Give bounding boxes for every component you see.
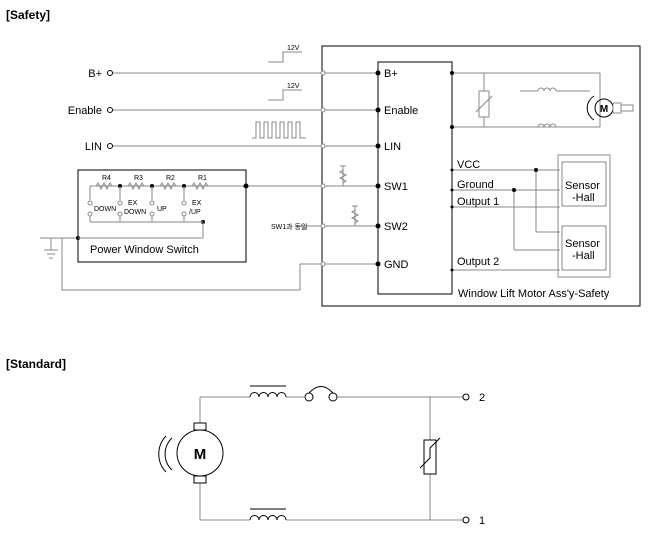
terminal-2 [462, 393, 470, 401]
safety-section-title: [Safety] [6, 8, 51, 22]
resistor-r2-label: R2 [166, 175, 175, 182]
pin-lin-label: LIN [384, 141, 401, 153]
output1-label: Output 1 [457, 196, 499, 208]
resistor-r1-label: R1 [198, 175, 207, 182]
enable-input-label: Enable [68, 105, 102, 117]
terminal-1-label: 1 [479, 515, 485, 527]
hall-sensor-1 [561, 161, 607, 207]
contact-ex-label: EX [128, 200, 138, 207]
enable-terminal [107, 107, 113, 113]
standard-section-title: [Standard] [6, 357, 66, 371]
lin-input-label: LIN [85, 141, 102, 153]
ground-label: Ground [457, 179, 494, 191]
sensor2-label-b: -Hall [572, 250, 595, 262]
motor-assembly-box [321, 45, 641, 307]
resistor-r4-label: R4 [102, 175, 111, 182]
lin-terminal [107, 143, 113, 149]
supply-tag-1: 12V [287, 45, 300, 52]
sensor2-label-a: Sensor [565, 238, 600, 250]
pin-enable-label: Enable [384, 105, 418, 117]
pin-bplus-label: B+ [384, 68, 398, 80]
sensor1-label-b: -Hall [572, 192, 595, 204]
terminal-1 [462, 516, 470, 524]
contact-up-label: UP [157, 206, 167, 213]
output2-label: Output 2 [457, 256, 499, 268]
sw2-note: SW1과 동일 [271, 222, 307, 231]
terminal-2-label: 2 [479, 392, 485, 404]
bplus-input-label: B+ [88, 68, 102, 80]
safety-motor-letter: M [600, 104, 608, 115]
bplus-terminal [107, 70, 113, 76]
contact-down-label: DOWN [94, 206, 116, 213]
pin-sw2-label: SW2 [384, 221, 408, 233]
pin-sw1-label: SW1 [384, 181, 408, 193]
contact-ex-down-label: DOWN [124, 209, 146, 216]
sensor1-label-a: Sensor [565, 180, 600, 192]
vcc-label: VCC [457, 159, 480, 171]
contact-ex2-label: EX [192, 200, 202, 207]
assembly-title: Window Lift Motor Ass'y-Safety [458, 288, 610, 300]
pin-gnd-label: GND [384, 259, 409, 271]
resistor-r3-label: R3 [134, 175, 143, 182]
contact-ex-up-label: /UP [189, 209, 201, 216]
switch-title: Power Window Switch [90, 244, 199, 256]
power-window-switch-box [77, 169, 247, 263]
standard-motor-letter: M [194, 446, 207, 463]
hall-sensor-2 [561, 225, 607, 271]
module-connector-box [377, 61, 453, 295]
supply-tag-2: 12V [287, 83, 300, 90]
